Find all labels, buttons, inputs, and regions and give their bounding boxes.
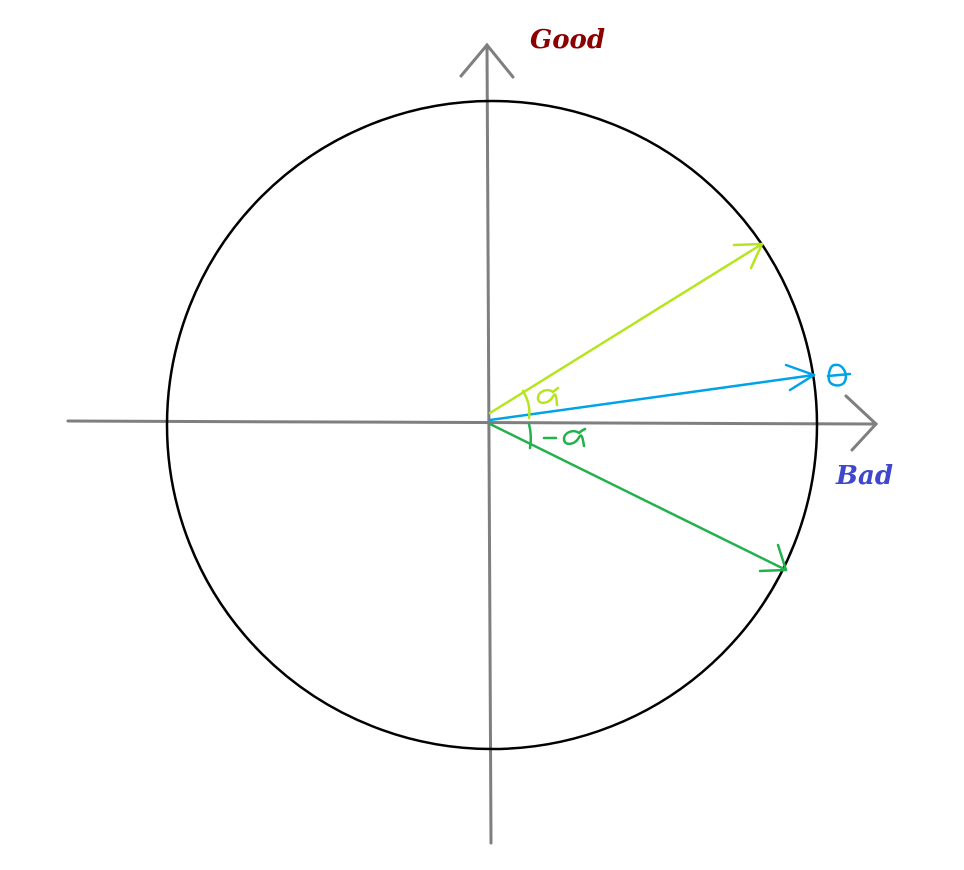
minus-alpha-vector-arrowhead [758, 543, 788, 573]
theta-vector-arrowhead [784, 363, 816, 392]
alpha-vector [488, 242, 764, 415]
theta-vector-shaft [488, 373, 816, 422]
axes [66, 42, 879, 845]
horizontal-axis-arrowhead [844, 394, 879, 452]
vectors [488, 242, 816, 573]
alpha-vector-shaft [488, 242, 764, 415]
minus-alpha-glyph [562, 427, 587, 448]
alpha-angle-arc [521, 389, 531, 420]
minus-alpha-vector-shaft [488, 422, 788, 572]
unit-circle [165, 99, 819, 751]
alpha-vector-arrowhead [732, 242, 764, 270]
alpha-glyph [536, 386, 560, 407]
vertical-axis [485, 43, 493, 845]
minus-alpha-angle-arc [527, 422, 533, 450]
theta-vector [488, 363, 816, 422]
minus-alpha-vector [488, 422, 788, 573]
theta-glyph [826, 363, 852, 387]
good-axis-label: Good [530, 25, 605, 55]
bad-axis-label: Bad [835, 461, 893, 491]
angle-arcs [521, 389, 533, 450]
angle-glyphs [536, 363, 852, 448]
vertical-axis-arrowhead [459, 42, 515, 79]
horizontal-axis [66, 419, 878, 426]
